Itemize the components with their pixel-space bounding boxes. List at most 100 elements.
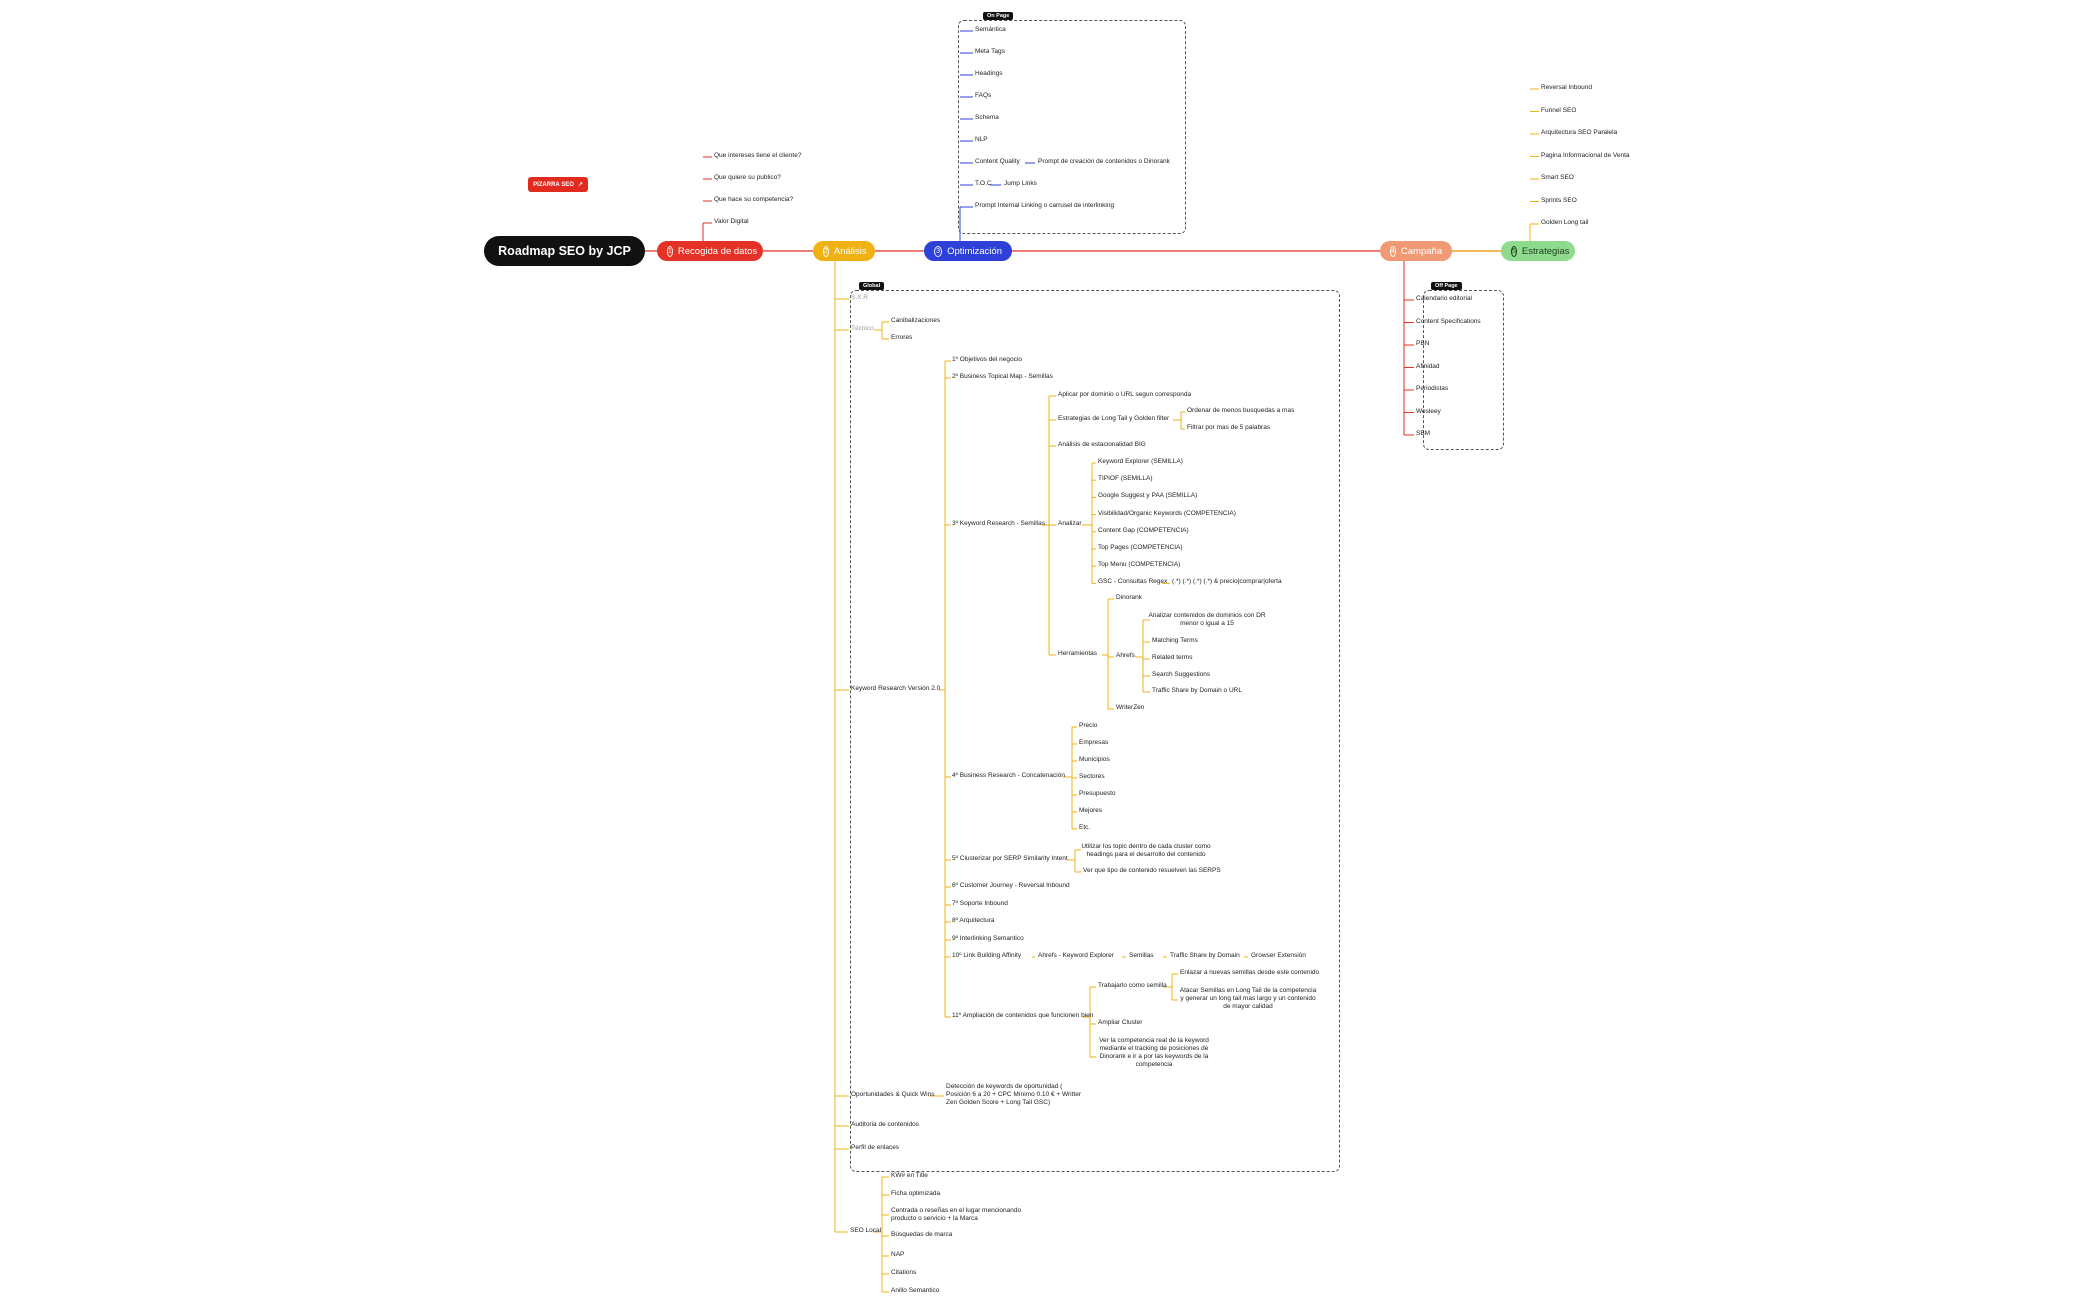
kr-step[interactable]: 6º Customer Journey - Reversal Inbound	[952, 882, 1070, 889]
kr3-item[interactable]: Herramientas	[1058, 650, 1098, 657]
ahrefs-item[interactable]: Traffic Share by Domain o URL	[1152, 687, 1242, 694]
branch-estrategias[interactable]: 5 Estrategias	[1501, 241, 1575, 261]
estrategia-item[interactable]: Smart SEO	[1541, 174, 1574, 181]
kr11-subitem[interactable]: Enlazar a nuevas semillas desde este con…	[1180, 969, 1320, 976]
local-label[interactable]: SEO Local	[850, 1227, 882, 1234]
kr3-item[interactable]: Análisis de estacionalidad BIG	[1058, 441, 1146, 448]
kr10-item[interactable]: Growser Extensión	[1251, 952, 1306, 959]
offpage-item[interactable]: Content Specifications	[1416, 317, 1481, 325]
kr4-item[interactable]: Municipios	[1079, 756, 1110, 763]
kr4-item[interactable]: Empresas	[1079, 739, 1109, 746]
recogida-item[interactable]: Que hace su competencia?	[714, 196, 794, 203]
root-node[interactable]: Roadmap SEO by JCP	[484, 236, 645, 266]
kr5-item[interactable]: Ver que tipo de contenido resuelven las …	[1083, 867, 1221, 874]
herramienta-item[interactable]: WriterZen	[1116, 704, 1145, 711]
local-item[interactable]: Citations	[891, 1269, 917, 1276]
kr-step[interactable]: 3º Keyword Research - Semillas	[952, 520, 1046, 527]
kr-step[interactable]: 2º Business Topical Map - Semillas	[952, 373, 1053, 380]
onpage-item[interactable]: T.O.C	[975, 180, 992, 187]
analizar-item[interactable]: Content Gap (COMPETENCIA)	[1098, 526, 1189, 534]
local-item[interactable]: KW# en Title	[891, 1172, 928, 1179]
kr3-item[interactable]: Analizar	[1058, 520, 1082, 527]
branch-contenido[interactable]: 3 Optimización	[924, 241, 1012, 261]
local-item[interactable]: Anillo Semantico	[891, 1287, 940, 1294]
tecnico-item[interactable]: Errores	[891, 334, 913, 341]
analizar-item[interactable]: Google Suggest y PAA (SEMILLA)	[1098, 492, 1198, 500]
recogida-item[interactable]: Que quiere su publico?	[714, 174, 781, 181]
offpage-item[interactable]: Calendario editorial	[1416, 295, 1473, 302]
offpage-item[interactable]: SBM	[1416, 430, 1431, 437]
kr-step[interactable]: 7º Soporte Inbound	[952, 900, 1008, 907]
estrategia-item[interactable]: Pagina Informacional de Venta	[1541, 151, 1630, 159]
estrategia-item[interactable]: Arquitectura SEO Paralela	[1541, 129, 1618, 136]
kr11-item[interactable]: Ver la competencia real de la keyword me…	[1099, 1037, 1209, 1069]
offpage-item[interactable]: Periodistas	[1416, 385, 1449, 392]
offpage-item[interactable]: PBN	[1416, 340, 1430, 347]
kr3-item[interactable]: Aplicar por dominio o URL segun correspo…	[1058, 391, 1192, 398]
onpage-item[interactable]: NLP	[975, 136, 988, 143]
branch-analisis[interactable]: 2 Análisis	[813, 241, 875, 261]
kr11-item[interactable]: Trabajarlo como semilla	[1098, 982, 1167, 989]
ahrefs-item[interactable]: Analizar contenidos de dominios con DR m…	[1148, 612, 1266, 628]
board-link-badge[interactable]: PIZARRA SEO ↗	[528, 177, 588, 192]
kr-step[interactable]: 8º Arquitectura	[952, 917, 995, 924]
onpage-subitem[interactable]: Jump Links	[1004, 180, 1037, 187]
onpage-item[interactable]: FAQs	[975, 92, 992, 99]
kr10-item[interactable]: Semillas	[1129, 952, 1154, 959]
oportunidades-subitem[interactable]: Detección de keywords de oportunidad ( P…	[946, 1083, 1081, 1107]
kr3-item[interactable]: Estrategias de Long Tail y Golden filter	[1058, 415, 1170, 422]
global-item[interactable]: Oportunidades & Quick Wins	[851, 1091, 935, 1098]
global-item[interactable]: S.X.R	[851, 294, 868, 301]
kr5-item[interactable]: Utilizar los topic dentro de cada cluste…	[1081, 843, 1211, 859]
kr4-item[interactable]: Precio	[1079, 722, 1098, 729]
onpage-item[interactable]: Semántica	[975, 26, 1006, 33]
global-item[interactable]: Perfil de enlaces	[851, 1144, 900, 1151]
onpage-item[interactable]: Headings	[975, 70, 1003, 77]
recogida-item[interactable]: Valor Digital	[714, 218, 749, 225]
kr-step[interactable]: 11º Ampliación de contenidos que funcion…	[952, 1012, 1094, 1019]
kr4-item[interactable]: Mejores	[1079, 807, 1103, 814]
kr-step[interactable]: 9º Interlinking Semantico	[952, 935, 1024, 942]
onpage-item[interactable]: Meta Tags	[975, 48, 1005, 55]
estrategia-item[interactable]: Reversal Inbound	[1541, 84, 1592, 91]
local-item[interactable]: NAP	[891, 1251, 905, 1258]
estrategia-item[interactable]: Funnel SEO	[1541, 106, 1577, 114]
global-item[interactable]: Auditoria de contenidos	[851, 1121, 919, 1128]
kr4-item[interactable]: Sectores	[1079, 773, 1105, 780]
estrategia-item[interactable]: Golden Long tail	[1541, 219, 1589, 226]
kr-step[interactable]: 10º Link Building Affinity	[952, 952, 1022, 959]
analizar-item[interactable]: Visibilidad/Organic Keywords (COMPETENCI…	[1098, 509, 1236, 517]
branch-recogida[interactable]: 1 Recogida de datos	[657, 241, 763, 261]
onpage-item[interactable]: Prompt Internal Linking o carrusel de in…	[975, 202, 1115, 209]
local-item[interactable]: Búsquedas de marca	[891, 1231, 953, 1238]
kr11-subitem[interactable]: Atacar Semillas en Long Tail de la compe…	[1179, 987, 1317, 1011]
onpage-subitem[interactable]: Prompt de creación de contenidos o Dinor…	[1038, 158, 1170, 165]
analizar-item[interactable]: Top Pages (COMPETENCIA)	[1098, 544, 1183, 551]
recogida-item[interactable]: Que intereses tiene el cliente?	[714, 152, 802, 159]
analizar-item[interactable]: GSC - Consultas Regex	[1098, 578, 1168, 586]
kr4-item[interactable]: Etc.	[1079, 824, 1091, 831]
herramienta-item[interactable]: Ahrefs	[1116, 652, 1135, 659]
analizar-item[interactable]: Keyword Explorer (SEMILLA)	[1098, 458, 1183, 465]
kr3-subitem[interactable]: Ordenar de menos busquedas a mas	[1187, 407, 1295, 414]
regex-item[interactable]: (.*) (.*) (.*) (.*) & precio|comprar|ofe…	[1172, 578, 1282, 586]
kr10-item[interactable]: Traffic Share by Domain	[1170, 952, 1240, 959]
local-item[interactable]: Ficha optimizada	[891, 1190, 941, 1197]
kr4-item[interactable]: Presupuesto	[1079, 790, 1116, 797]
branch-campana[interactable]: 4 Campaña	[1380, 241, 1452, 261]
ahrefs-item[interactable]: Search Suggestions	[1152, 671, 1211, 678]
kr-step[interactable]: 1º Objetivos del negocio	[952, 356, 1022, 363]
local-item[interactable]: Centrada o reseñas en el lugar mencionan…	[891, 1207, 1022, 1223]
offpage-item[interactable]: Afinidad	[1416, 362, 1440, 370]
offpage-item[interactable]: Wesleey	[1416, 407, 1441, 415]
estrategia-item[interactable]: Sprints SEO	[1541, 196, 1577, 204]
kr-step[interactable]: 5º Clusterizar por SERP Similarity Inten…	[952, 855, 1068, 862]
analizar-item[interactable]: Top Menu (COMPETENCIA)	[1098, 561, 1181, 569]
ahrefs-item[interactable]: Matching Terms	[1152, 637, 1198, 644]
herramienta-item[interactable]: Dinorank	[1116, 594, 1143, 601]
onpage-item[interactable]: Content Quality	[975, 158, 1020, 165]
kr11-item[interactable]: Ampliar Cluster	[1098, 1019, 1143, 1026]
analizar-item[interactable]: TIPIOF (SEMILLA)	[1098, 475, 1153, 483]
global-item[interactable]: Keyword Research Versión 2.0	[851, 685, 941, 692]
kr10-item[interactable]: Ahrefs - Keyword Explorer	[1038, 952, 1114, 959]
